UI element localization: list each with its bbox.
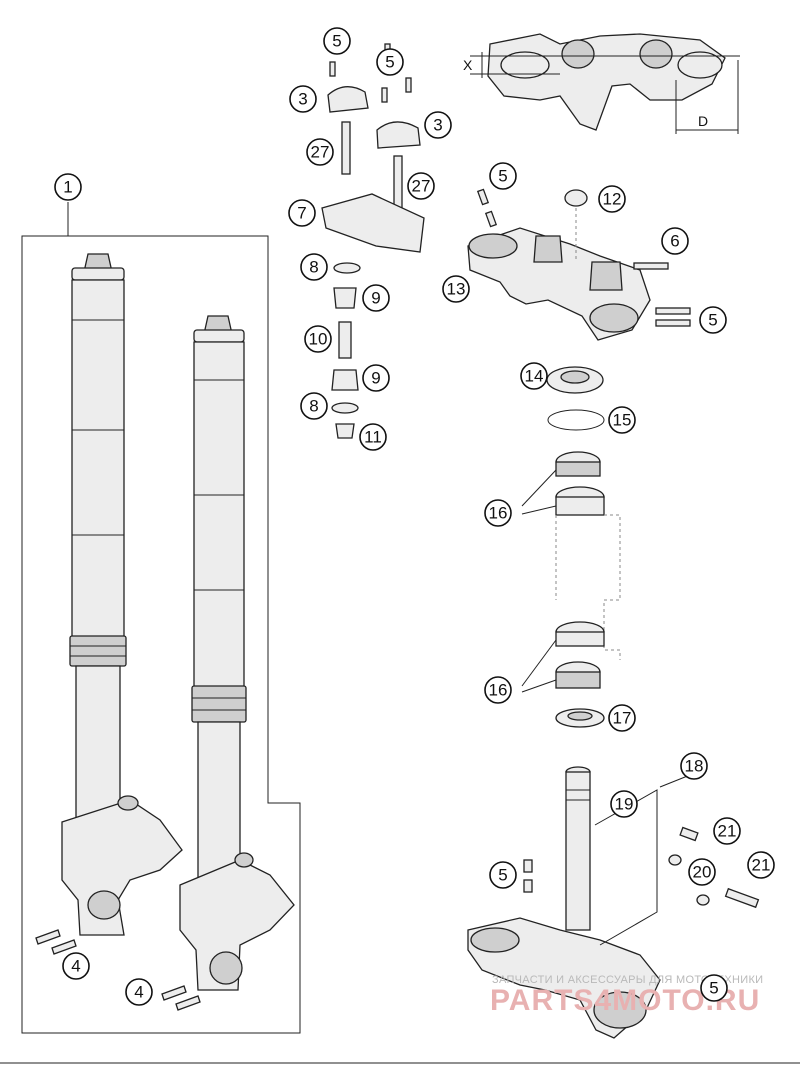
callout-4: 4 bbox=[125, 978, 153, 1006]
svg-text:3: 3 bbox=[298, 90, 307, 109]
svg-text:4: 4 bbox=[71, 957, 80, 976]
svg-text:8: 8 bbox=[309, 397, 318, 416]
svg-text:16: 16 bbox=[489, 504, 508, 523]
callout-16: 16 bbox=[484, 676, 512, 704]
svg-text:5: 5 bbox=[708, 311, 717, 330]
callout-12: 12 bbox=[598, 185, 626, 213]
svg-text:6: 6 bbox=[670, 232, 679, 251]
svg-text:27: 27 bbox=[412, 177, 431, 196]
svg-text:5: 5 bbox=[498, 167, 507, 186]
right-fork-leg bbox=[179, 315, 295, 991]
svg-text:11: 11 bbox=[364, 428, 382, 447]
svg-text:16: 16 bbox=[489, 681, 508, 700]
callout-21: 21 bbox=[747, 851, 775, 879]
svg-text:14: 14 bbox=[525, 367, 544, 386]
svg-text:3: 3 bbox=[433, 116, 442, 135]
svg-text:21: 21 bbox=[718, 822, 737, 841]
svg-text:19: 19 bbox=[615, 795, 634, 814]
svg-text:5: 5 bbox=[332, 32, 341, 51]
dimension-d-label: D bbox=[698, 113, 708, 129]
callout-8: 8 bbox=[300, 253, 328, 281]
callout-21: 21 bbox=[713, 817, 741, 845]
callout-10: 10 bbox=[304, 325, 332, 353]
callout-5: 5 bbox=[376, 48, 404, 76]
left-fork-leg bbox=[61, 253, 183, 936]
triple-clamp-dimension-view: X D bbox=[463, 33, 740, 134]
callout-9: 9 bbox=[362, 284, 390, 312]
svg-text:9: 9 bbox=[371, 369, 380, 388]
svg-text:5: 5 bbox=[385, 53, 394, 72]
callout-13: 13 bbox=[442, 275, 470, 303]
dimension-x-label: X bbox=[463, 57, 473, 73]
svg-text:5: 5 bbox=[498, 866, 507, 885]
callout-3: 3 bbox=[424, 111, 452, 139]
svg-text:13: 13 bbox=[447, 280, 466, 299]
svg-text:7: 7 bbox=[297, 204, 306, 223]
callout-5: 5 bbox=[489, 162, 517, 190]
callout-27: 27 bbox=[306, 138, 334, 166]
steering-stem-assembly bbox=[467, 766, 760, 1039]
svg-text:1: 1 bbox=[63, 178, 72, 197]
callout-9: 9 bbox=[362, 364, 390, 392]
callout-1: 1 bbox=[54, 173, 82, 201]
svg-text:17: 17 bbox=[613, 709, 632, 728]
callout-15: 15 bbox=[608, 406, 636, 434]
watermark-subtitle: ЗАПЧАСТИ И АКСЕССУАРЫ ДЛЯ МОТОТЕХНИКИ bbox=[492, 974, 763, 986]
callout-18: 18 bbox=[680, 752, 708, 780]
callout-17: 17 bbox=[608, 704, 636, 732]
callout-16: 16 bbox=[484, 499, 512, 527]
callout-20: 20 bbox=[688, 858, 716, 886]
svg-text:4: 4 bbox=[134, 983, 143, 1002]
callout-8: 8 bbox=[300, 392, 328, 420]
callout-27: 27 bbox=[407, 172, 435, 200]
callout-5: 5 bbox=[323, 27, 351, 55]
clamp-parts bbox=[321, 43, 425, 439]
callout-5: 5 bbox=[699, 306, 727, 334]
bolts-part-4 bbox=[35, 929, 201, 1011]
svg-text:12: 12 bbox=[603, 190, 622, 209]
callout-3: 3 bbox=[289, 85, 317, 113]
svg-text:20: 20 bbox=[693, 863, 712, 882]
callout-14: 14 bbox=[520, 362, 548, 390]
callout-6: 6 bbox=[661, 227, 689, 255]
bearing-stack bbox=[521, 366, 621, 728]
callout-4: 4 bbox=[62, 952, 90, 980]
svg-text:27: 27 bbox=[311, 143, 330, 162]
svg-text:8: 8 bbox=[309, 258, 318, 277]
svg-text:10: 10 bbox=[309, 330, 328, 349]
svg-text:9: 9 bbox=[371, 289, 380, 308]
svg-text:18: 18 bbox=[685, 757, 704, 776]
callout-19: 19 bbox=[610, 790, 638, 818]
svg-text:21: 21 bbox=[752, 856, 771, 875]
upper-triple-clamp bbox=[467, 188, 691, 341]
callout-5: 5 bbox=[700, 974, 728, 1002]
svg-text:15: 15 bbox=[613, 411, 632, 430]
callout-11: 11 bbox=[359, 423, 387, 451]
callout-7: 7 bbox=[288, 199, 316, 227]
svg-text:5: 5 bbox=[709, 979, 718, 998]
fork-bracket-outline bbox=[21, 202, 301, 1034]
callout-5: 5 bbox=[489, 861, 517, 889]
